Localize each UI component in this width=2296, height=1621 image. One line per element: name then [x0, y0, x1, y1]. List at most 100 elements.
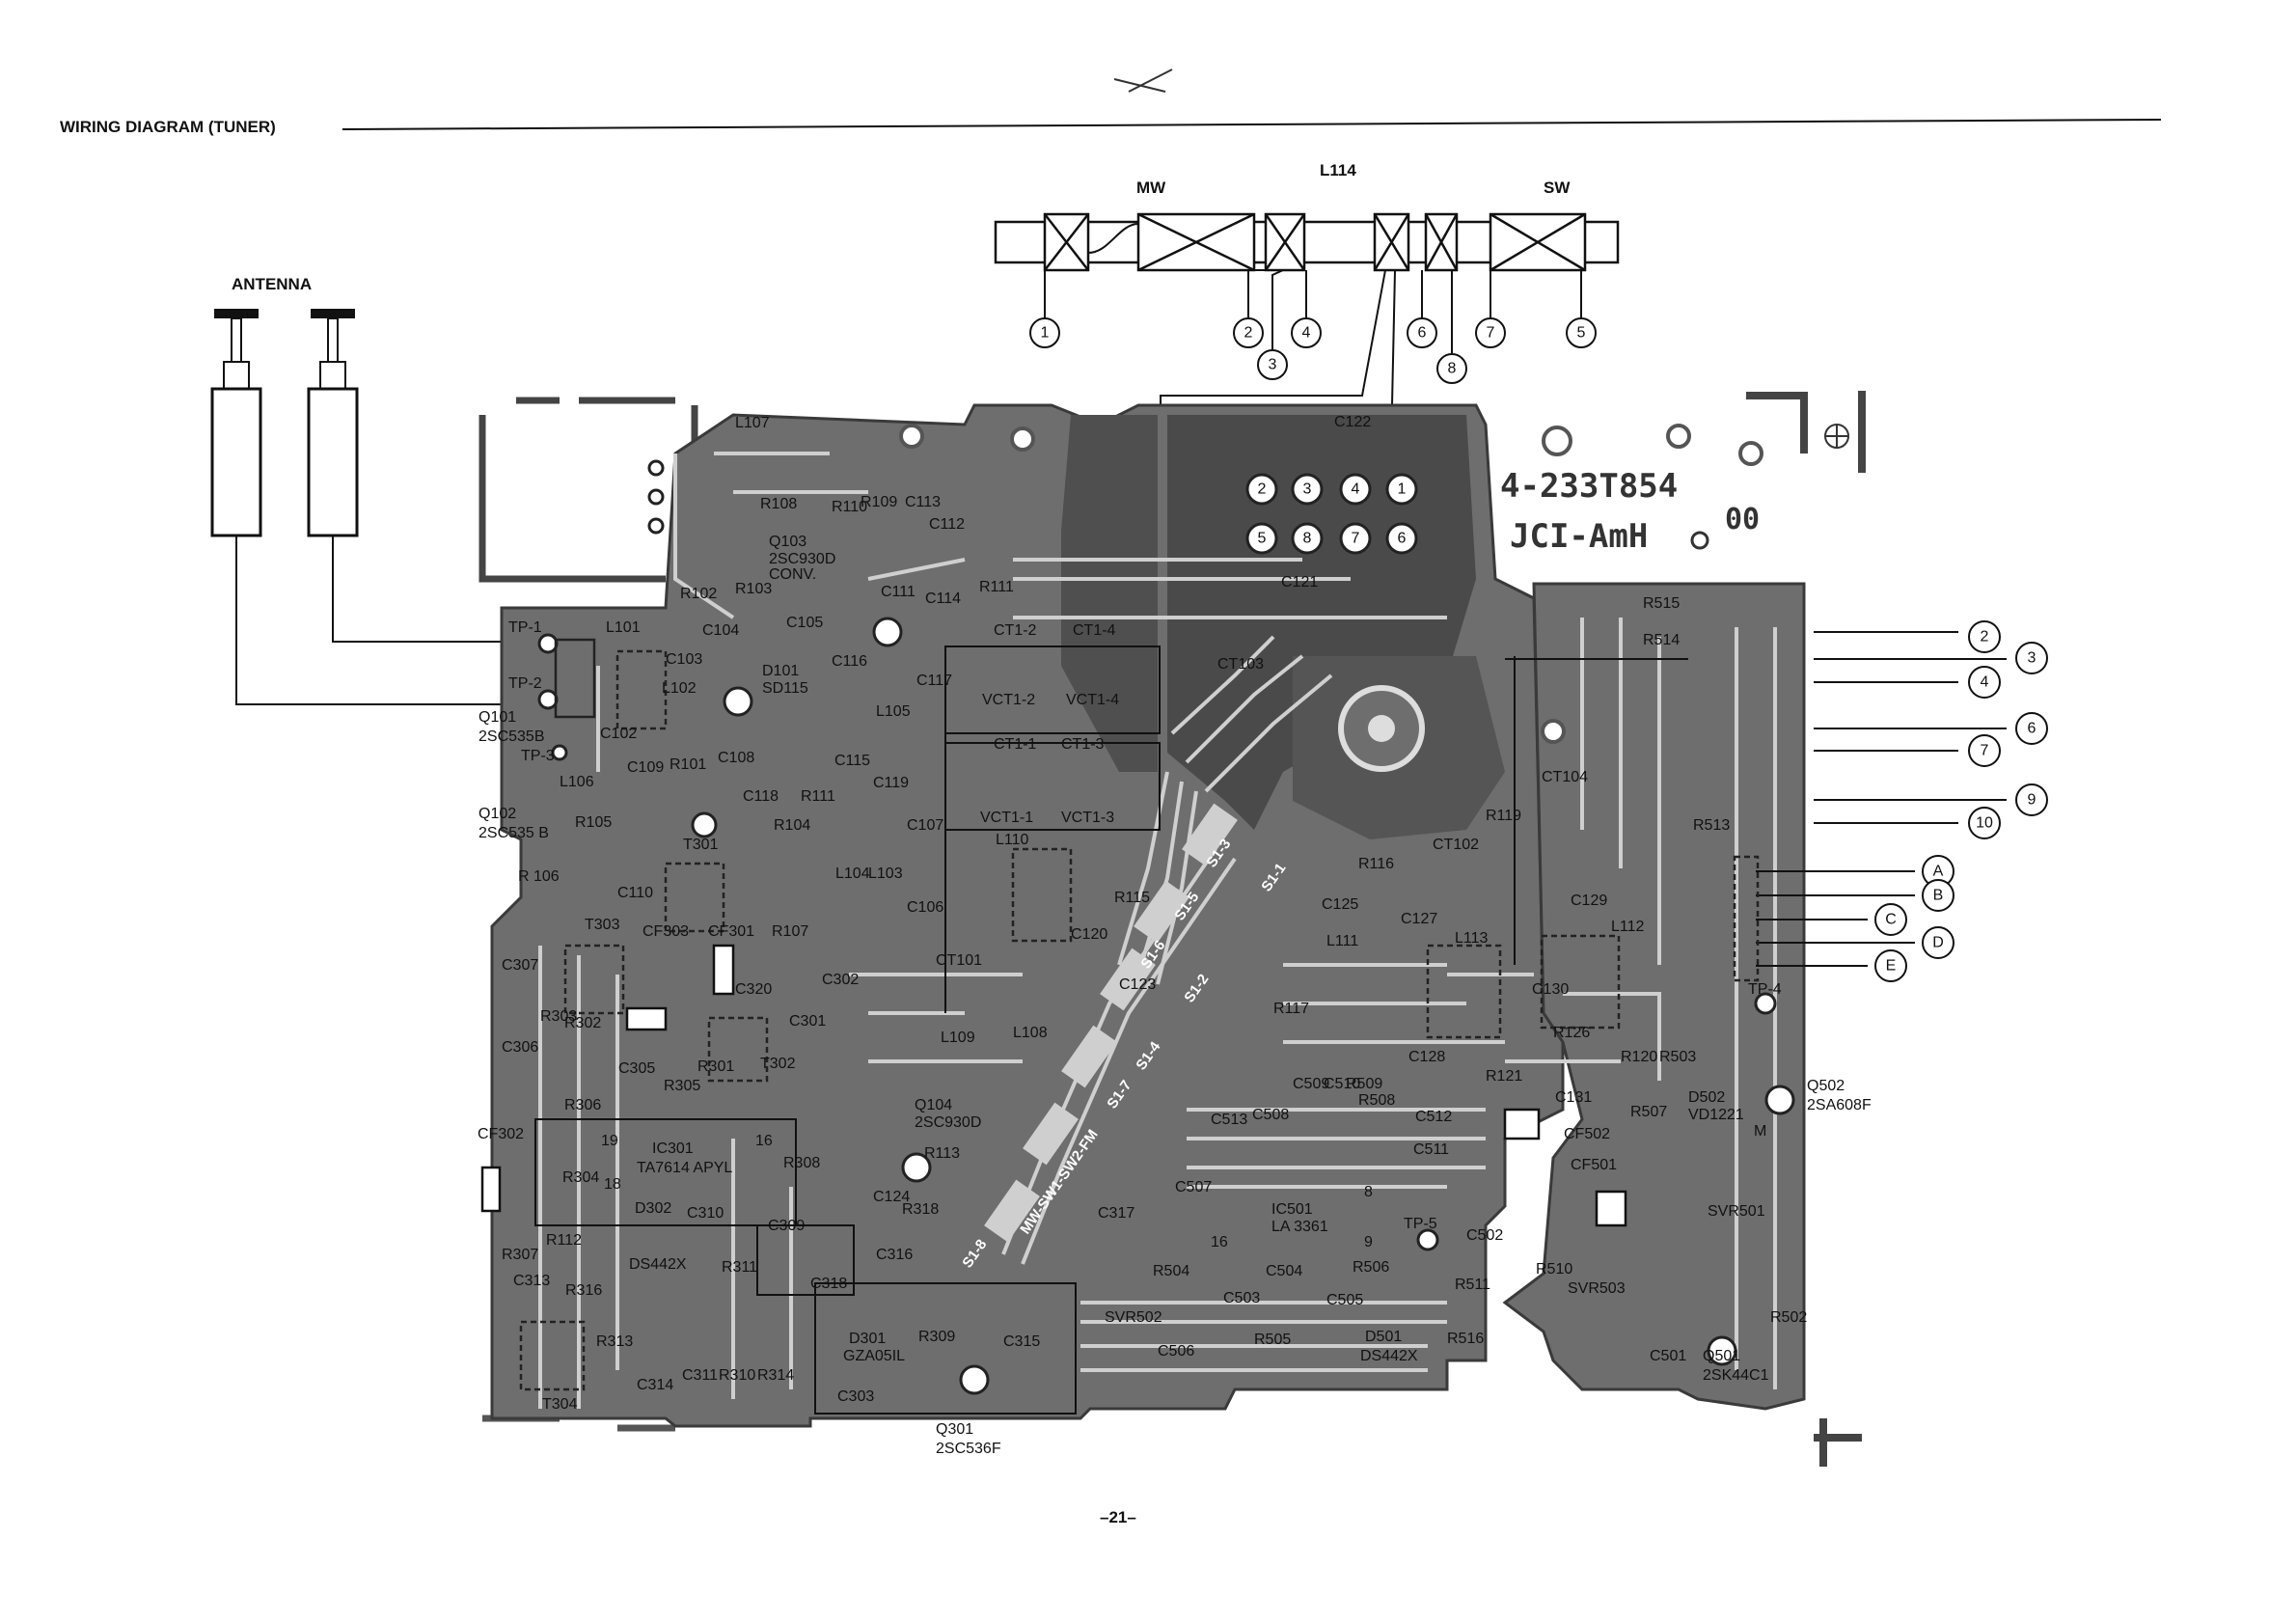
component-label: C502 — [1466, 1227, 1503, 1244]
board-id-2: JCI-AmH — [1510, 517, 1648, 556]
component-label: C113 — [905, 494, 941, 510]
component-label: C125 — [1322, 896, 1358, 913]
component-label: TA7614 APYL — [637, 1160, 732, 1176]
component-label: C131 — [1555, 1089, 1592, 1106]
connector-9: 9 — [2015, 783, 2048, 816]
component-label: D501 — [1365, 1329, 1402, 1345]
component-label: R508 — [1358, 1092, 1395, 1109]
component-label: L113 — [1455, 930, 1489, 947]
connector-label: 6 — [2028, 721, 2036, 737]
component-label: C130 — [1532, 981, 1569, 998]
board-terminal-label: 8 — [1303, 531, 1312, 547]
antenna-wire-tp2 — [235, 536, 540, 705]
board-terminal-label: 3 — [1303, 481, 1312, 498]
component-label: C106 — [907, 899, 943, 916]
component-label: LA 3361 — [1271, 1219, 1328, 1235]
component-label: C128 — [1408, 1049, 1445, 1065]
connector-6: 6 — [2015, 712, 2048, 745]
coil-terminal-label: 4 — [1302, 325, 1311, 342]
component-label: C117 — [916, 673, 952, 689]
board-terminal-2: 2 — [1245, 473, 1278, 506]
component-label: L111 — [1326, 933, 1358, 949]
component-label: CT101 — [936, 952, 982, 969]
connector-2: 2 — [1968, 620, 2001, 653]
component-label: CT1-2 — [994, 622, 1037, 639]
connector-10: 10 — [1968, 807, 2001, 839]
connector-E: E — [1874, 949, 1907, 982]
component-label: R121 — [1486, 1068, 1522, 1085]
component-label: C320 — [735, 981, 772, 998]
component-label: C510 — [1324, 1076, 1360, 1092]
component-label: Q104 — [915, 1097, 952, 1113]
component-label: R506 — [1353, 1259, 1389, 1276]
component-label: C127 — [1401, 911, 1437, 927]
component-label: L112 — [1611, 919, 1645, 935]
component-label: C310 — [687, 1205, 724, 1222]
component-label: C314 — [637, 1377, 673, 1393]
coil-terminal-3: 3 — [1257, 349, 1288, 380]
component-label: C107 — [907, 817, 943, 834]
component-label: C103 — [666, 651, 702, 668]
connector-label: 3 — [2028, 650, 2036, 667]
board-terminal-label: 6 — [1398, 531, 1407, 547]
coil-terminal-2: 2 — [1233, 317, 1264, 348]
component-label: IC301 — [652, 1140, 694, 1157]
component-label: CT102 — [1433, 837, 1479, 853]
component-label: C309 — [768, 1218, 805, 1234]
component-label: R308 — [783, 1155, 820, 1171]
component-label: 9 — [1364, 1234, 1373, 1250]
component-label: R307 — [502, 1247, 538, 1263]
component-label: SD115 — [762, 680, 808, 697]
component-label: R116 — [1358, 856, 1394, 872]
coil-terminal-label: 2 — [1244, 325, 1253, 342]
component-label: L102 — [662, 680, 697, 697]
component-label: SVR501 — [1708, 1203, 1765, 1220]
board-terminal-label: 5 — [1258, 531, 1267, 547]
component-label: C307 — [502, 957, 538, 974]
component-label: R111 — [801, 788, 835, 805]
board-terminal-5: 5 — [1245, 522, 1278, 555]
component-label: R109 — [861, 494, 897, 510]
scan-mark — [1113, 69, 1173, 93]
page-number: –21– — [1100, 1508, 1136, 1526]
component-label: 2SC536F — [936, 1441, 1001, 1457]
component-label: C313 — [513, 1273, 550, 1289]
component-label: DS442X — [1360, 1348, 1418, 1364]
connector-label: B — [1933, 888, 1944, 904]
component-label: R104 — [774, 817, 810, 834]
component-label: Q301 — [936, 1421, 973, 1438]
component-label: R306 — [564, 1097, 601, 1113]
coil-sw-label: SW — [1544, 179, 1571, 197]
component-label: C504 — [1266, 1263, 1302, 1279]
component-label: C317 — [1098, 1205, 1134, 1222]
component-label: D301 — [849, 1331, 886, 1347]
component-label: R305 — [664, 1078, 700, 1094]
component-label: CONV. — [769, 566, 816, 583]
board-terminal-label: 7 — [1352, 531, 1360, 547]
component-label: R514 — [1643, 632, 1680, 648]
connector-7: 7 — [1968, 734, 2001, 767]
component-label: CF502 — [1564, 1126, 1610, 1142]
antenna-rod-2 — [307, 309, 359, 537]
component-label: D502 — [1688, 1089, 1725, 1106]
connector-label: C — [1885, 912, 1897, 928]
connector-B: B — [1922, 879, 1954, 912]
component-label: T303 — [585, 917, 620, 933]
component-label: GZA05IL — [843, 1348, 905, 1364]
component-label: C109 — [627, 759, 664, 776]
board-terminal-label: 4 — [1352, 481, 1360, 498]
component-label: 8 — [1364, 1184, 1373, 1200]
component-label: CT1-4 — [1073, 622, 1116, 639]
component-label: R507 — [1630, 1104, 1667, 1120]
component-label: R304 — [562, 1169, 599, 1186]
coil-terminal-6: 6 — [1407, 317, 1437, 348]
component-label: 18 — [604, 1176, 621, 1193]
component-label: 2SC535 B — [478, 825, 549, 841]
component-label: CF301 — [708, 923, 754, 940]
board-terminal-1: 1 — [1385, 473, 1418, 506]
component-label: R120 — [1621, 1049, 1657, 1065]
coil-mw-label: MW — [1136, 179, 1166, 197]
coil-terminal-5: 5 — [1566, 317, 1597, 348]
